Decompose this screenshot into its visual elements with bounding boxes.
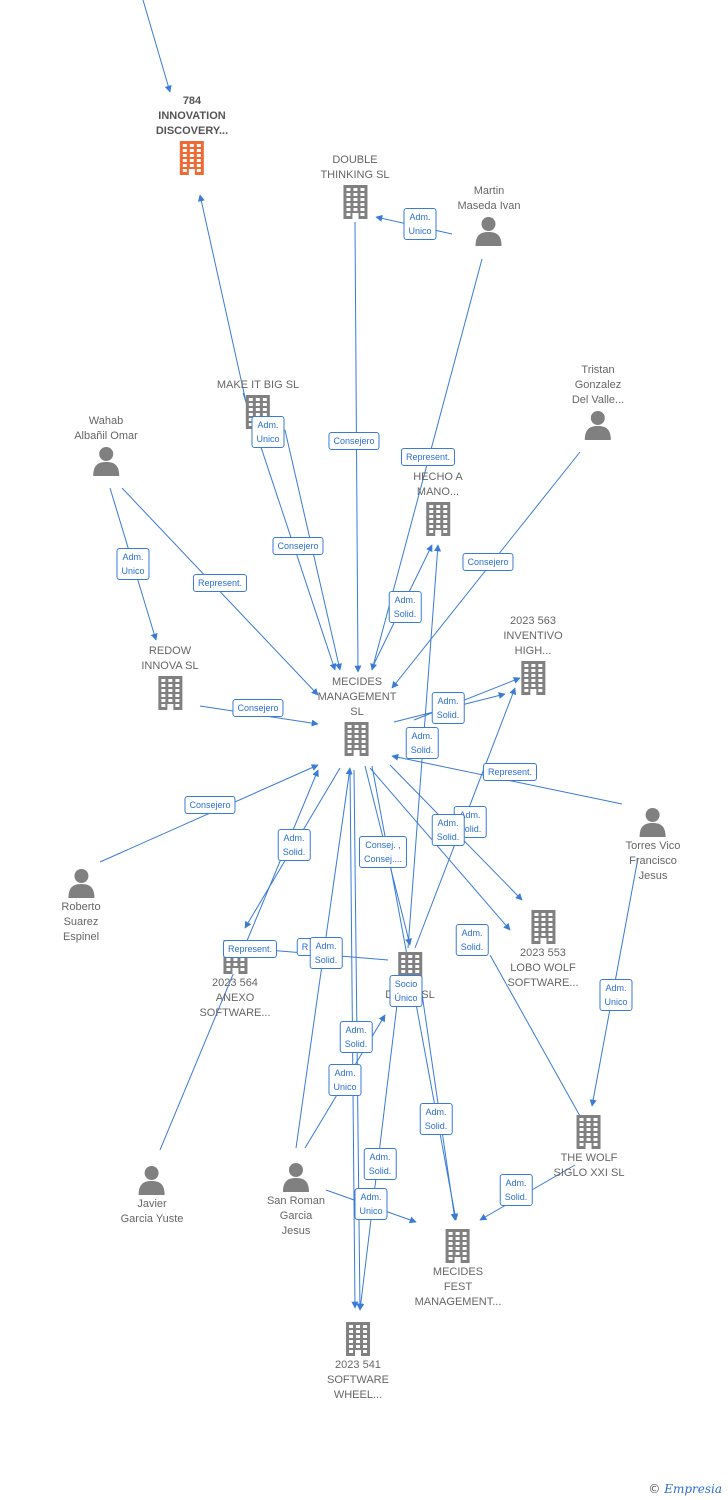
- company-node-wolf[interactable]: THE WOLF SIGLO XXI SL: [553, 1113, 625, 1181]
- edge-line: [413, 677, 521, 721]
- node-label: Javier Garcia Yuste: [120, 1198, 184, 1225]
- person-icon: [475, 217, 502, 246]
- edge-label[interactable]: Adm. Solid.: [431, 814, 465, 846]
- edge-label[interactable]: Adm. Unico: [403, 208, 437, 240]
- person-icon: [283, 1163, 309, 1192]
- node-label: Torres Vico Francisco Jesus: [625, 840, 681, 882]
- company-node-inventivo[interactable]: 2023 563 INVENTIVO HIGH...: [503, 614, 563, 697]
- building-icon: [531, 910, 555, 944]
- building-icon: [180, 141, 204, 175]
- edge-line: [357, 979, 401, 1311]
- person-node-sanroman[interactable]: San Roman Garcia Jesus: [267, 1160, 325, 1239]
- edge-label[interactable]: Adm. Solid.: [363, 1148, 397, 1180]
- edge-line: [369, 767, 511, 931]
- building-icon: [425, 502, 450, 536]
- building-icon: [445, 1229, 470, 1263]
- edge-label[interactable]: Adm. Unico: [599, 979, 633, 1011]
- building-icon: [576, 1115, 601, 1149]
- node-label: Wahab Albañil Omar: [74, 415, 138, 442]
- company-node-hecho[interactable]: HECHO A MANO...: [413, 470, 463, 538]
- edge-label[interactable]: Adm. Solid.: [277, 829, 311, 861]
- edge-line: [419, 979, 458, 1221]
- person-node-javier[interactable]: Javier Garcia Yuste: [120, 1163, 184, 1227]
- building-icon: [157, 676, 182, 710]
- edge-label[interactable]: Represent.: [400, 448, 456, 466]
- node-label: San Roman Garcia Jesus: [266, 1195, 326, 1237]
- edge-label[interactable]: Adm. Unico: [116, 548, 150, 580]
- node-label: Tristan Gonzalez Del Valle...: [571, 364, 625, 406]
- node-label: 2023 541 SOFTWARE WHEEL...: [327, 1359, 389, 1401]
- edge-label[interactable]: Consejero: [272, 537, 324, 555]
- node-label: 784 INNOVATION DISCOVERY...: [155, 95, 229, 137]
- person-node-torres[interactable]: Torres Vico Francisco Jesus: [625, 805, 681, 884]
- edge-label[interactable]: Adm. Solid.: [455, 924, 489, 956]
- company-node-double[interactable]: DOUBLE THINKING SL: [320, 153, 390, 221]
- edge-label[interactable]: Adm. Solid.: [419, 1103, 453, 1135]
- edge-label[interactable]: Adm. Solid.: [388, 591, 422, 623]
- company-node-fest[interactable]: MECIDES FEST MANAGEMENT...: [414, 1227, 502, 1310]
- node-label: DOUBLE THINKING SL: [320, 154, 390, 181]
- building-icon: [346, 1322, 370, 1356]
- edge-label[interactable]: Represent.: [192, 574, 248, 592]
- edge-label[interactable]: Represent.: [222, 940, 278, 958]
- edge-label[interactable]: Consejero: [232, 699, 284, 717]
- node-label: 2023 563 INVENTIVO HIGH...: [503, 615, 563, 657]
- node-label: MECIDES MANAGEMENT SL: [317, 676, 397, 718]
- edge-label[interactable]: Adm. Unico: [354, 1188, 388, 1220]
- edge-line: [142, 0, 172, 93]
- person-node-martin[interactable]: Martin Maseda Ivan: [457, 184, 521, 248]
- edge-label[interactable]: Represent.: [482, 763, 538, 781]
- person-icon: [92, 447, 119, 476]
- edge-label[interactable]: Adm. Solid.: [499, 1174, 533, 1206]
- building-icon: [345, 722, 369, 756]
- edge-line: [197, 194, 251, 421]
- edge-label[interactable]: Consejero: [184, 796, 236, 814]
- person-node-roberto[interactable]: Roberto Suarez Espinel: [61, 866, 101, 945]
- edge-label[interactable]: Adm. Solid.: [405, 727, 439, 759]
- edge-label[interactable]: Adm. Unico: [328, 1064, 362, 1096]
- edge-label[interactable]: Consej. , Consej....: [358, 836, 408, 868]
- person-icon: [639, 808, 666, 837]
- node-label: 2023 553 LOBO WOLF SOFTWARE...: [507, 947, 579, 989]
- person-icon: [585, 411, 611, 440]
- edge-label[interactable]: Socio Único: [389, 975, 423, 1007]
- node-label: MAKE IT BIG SL: [216, 379, 300, 391]
- company-node-redow[interactable]: REDOW INNOVA SL: [141, 644, 199, 712]
- edge-label[interactable]: Adm. Solid.: [339, 1021, 373, 1053]
- building-icon: [342, 185, 367, 219]
- person-icon: [67, 869, 94, 898]
- building-icon: [520, 661, 545, 695]
- person-node-wahab[interactable]: Wahab Albañil Omar: [74, 414, 138, 478]
- node-label: REDOW INNOVA SL: [141, 645, 199, 672]
- node-label: 2023 564 ANEXO SOFTWARE...: [199, 977, 271, 1019]
- company-node-lobo[interactable]: 2023 553 LOBO WOLF SOFTWARE...: [507, 908, 579, 991]
- node-label: Martin Maseda Ivan: [457, 185, 521, 212]
- company-node-mecides[interactable]: MECIDES MANAGEMENT SL: [317, 675, 397, 758]
- company-node-wheel[interactable]: 2023 541 SOFTWARE WHEEL...: [327, 1320, 389, 1403]
- copyright-symbol: ©: [648, 1482, 661, 1496]
- copyright-brand[interactable]: © Empresia: [648, 1482, 722, 1496]
- person-icon: [139, 1166, 165, 1195]
- company-node-784[interactable]: 784 INNOVATION DISCOVERY...: [156, 94, 228, 177]
- edge-label[interactable]: Adm. Solid.: [309, 937, 343, 969]
- node-label: MECIDES FEST MANAGEMENT...: [414, 1266, 502, 1308]
- node-label: THE WOLF SIGLO XXI SL: [553, 1152, 625, 1179]
- edge-label[interactable]: Adm. Unico: [251, 416, 285, 448]
- edge-label[interactable]: Adm. Solid.: [431, 692, 465, 724]
- person-node-tristan[interactable]: Tristan Gonzalez Del Valle...: [572, 363, 624, 442]
- edge-line: [489, 954, 586, 1126]
- edge-label[interactable]: Consejero: [462, 553, 514, 571]
- edge-label[interactable]: Consejero: [328, 432, 380, 450]
- brand-name: Empresia: [664, 1482, 722, 1496]
- node-label: Roberto Suarez Espinel: [61, 901, 101, 943]
- node-label: HECHO A MANO...: [413, 471, 463, 498]
